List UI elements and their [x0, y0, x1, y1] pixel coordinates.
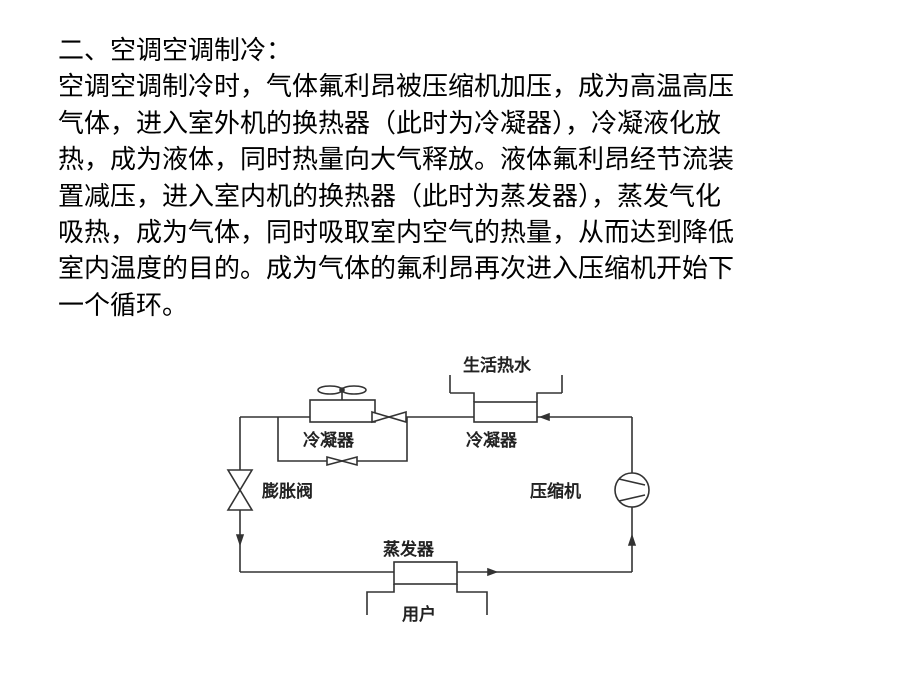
bypass-valve-icon [326, 455, 358, 467]
flow-arrow-icon [235, 534, 245, 547]
flow-arrow-icon [538, 412, 550, 422]
user-pipe-right [456, 584, 488, 615]
evaporator-label: 蒸发器 [383, 539, 435, 560]
expansion-valve-label: 膨胀阀 [262, 481, 313, 502]
right-condenser-box [473, 401, 538, 423]
flow-arrow-icon [487, 567, 499, 577]
section-heading: 二、空调空调制冷： [58, 36, 293, 66]
left-condenser-unit [309, 385, 376, 423]
compressor-icon [618, 478, 646, 502]
paragraph-line: 吸热，成为气体，同时吸取室内空气的热量，从而达到降低 [58, 218, 735, 249]
hot-water-pipe-right [536, 375, 563, 402]
right-condenser-label: 冷凝器 [466, 430, 518, 451]
hot-water-label: 生活热水 [463, 355, 532, 376]
flow-arrow-icon [627, 533, 637, 546]
evaporator-box [393, 561, 458, 585]
user-label: 用户 [402, 604, 436, 625]
paragraph-line: 空调空调制冷时，气体氟利昂被压缩机加压，成为高温高压 [58, 72, 735, 103]
left-condenser-label: 冷凝器 [303, 430, 355, 451]
paragraph-line: 置减压，进入室内机的换热器（此时为蒸发器），蒸发气化 [58, 181, 722, 212]
paragraph-line: 一个循环。 [58, 290, 189, 321]
text-block: 二、空调空调制冷： 空调空调制冷时，气体氟利昂被压缩机加压，成为高温高压 气体，… [58, 33, 868, 324]
compressor-circle [614, 472, 650, 508]
paragraph-line: 气体，进入室外机的换热器（此时为冷凝器），冷凝液化放 [58, 108, 722, 139]
paragraph-line: 室内温度的目的。成为气体的氟利昂再次进入压缩机开始下 [58, 254, 735, 285]
fan-icon [317, 385, 367, 395]
diagram-svg: 生活热水 冷凝器 冷凝器 膨胀阀 压缩机 蒸发器 用户 [226, 355, 650, 625]
compressor-label: 压缩机 [530, 481, 581, 502]
refrigeration-cycle-diagram: 生活热水 冷凝器 冷凝器 膨胀阀 压缩机 蒸发器 用户 [207, 345, 660, 630]
hot-water-pipe-left [449, 375, 475, 402]
expansion-valve-icon [226, 469, 254, 511]
left-condenser-box [309, 399, 376, 423]
user-pipe-left [366, 584, 395, 615]
paragraph-line: 热，成为液体，同时热量向大气释放。液体氟利昂经节流装 [58, 145, 735, 176]
top-valve-icon [371, 410, 407, 424]
